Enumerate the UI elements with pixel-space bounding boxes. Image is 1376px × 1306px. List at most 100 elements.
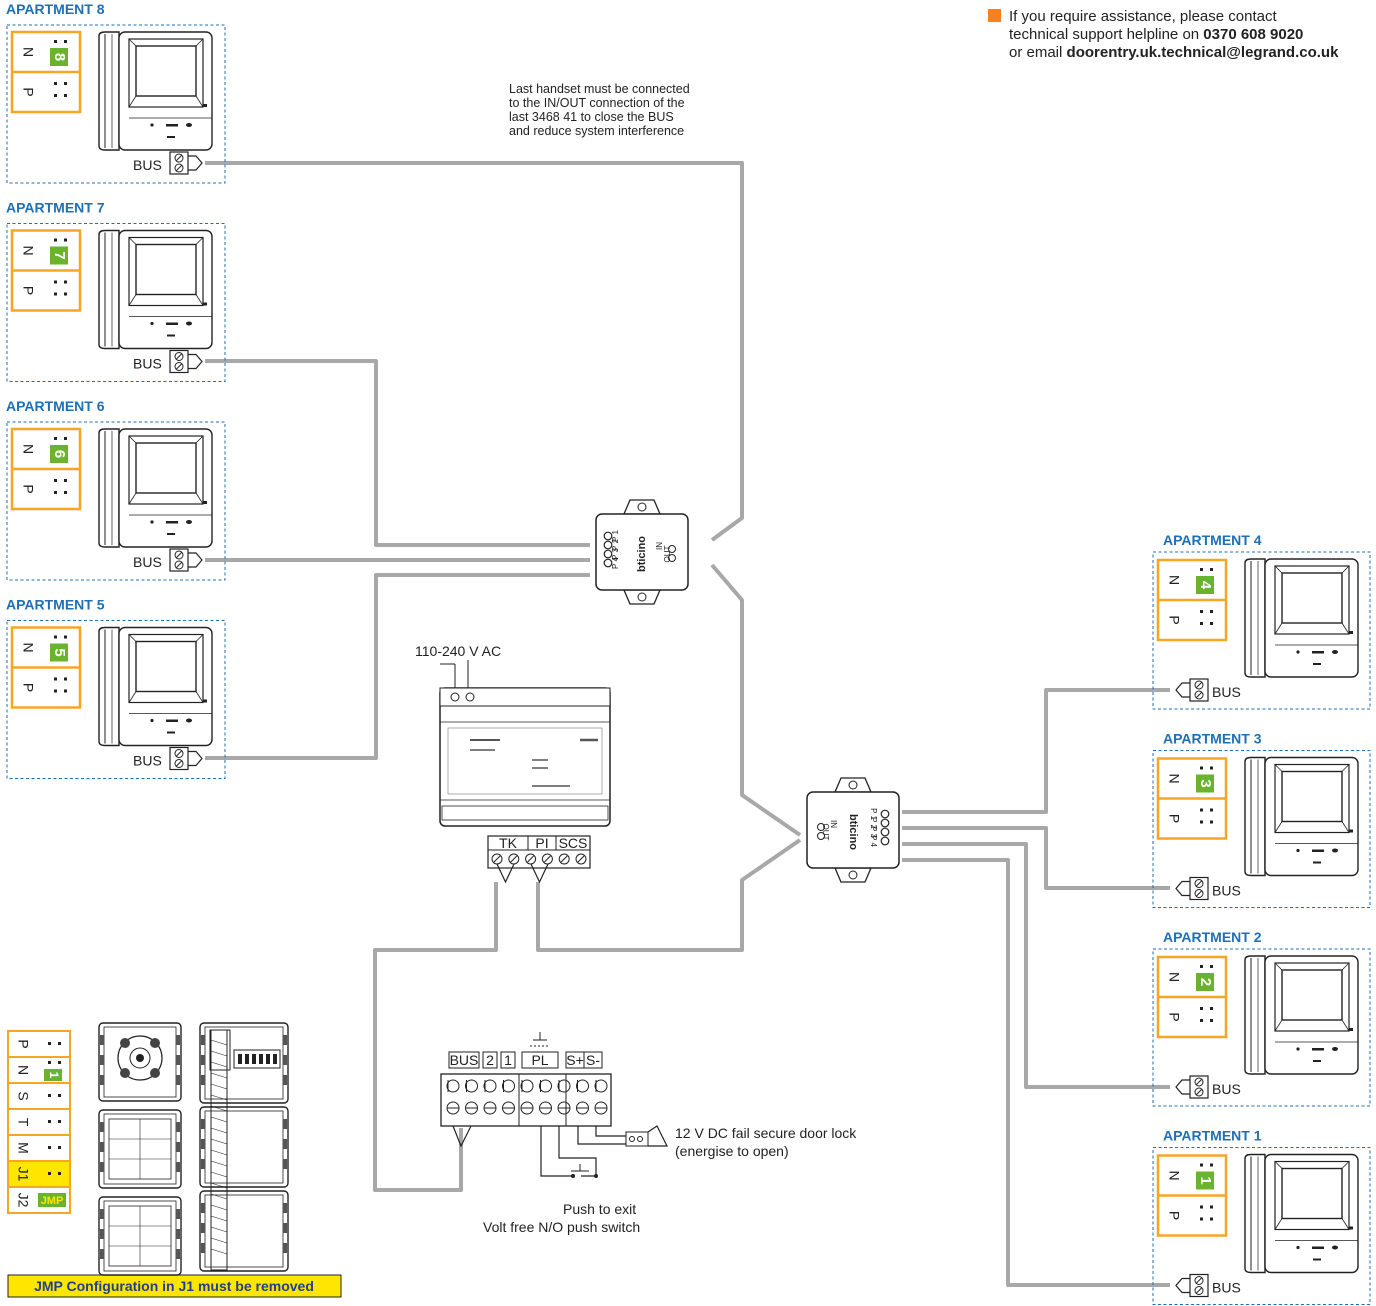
svg-text:1: 1	[504, 1052, 512, 1068]
port-label: P 1	[611, 530, 620, 542]
in-label: IN	[829, 820, 838, 828]
config-number-tile	[50, 48, 68, 66]
config-number: 4	[1197, 581, 1214, 590]
psu-term-label: PI	[535, 835, 548, 851]
bus-label: BUS	[1212, 883, 1241, 899]
out-label: OUT	[821, 824, 830, 841]
lock-label-2: (energise to open)	[675, 1143, 789, 1159]
config-p-label: P	[1166, 615, 1182, 624]
config-n-label: N	[20, 47, 36, 57]
bus-label: BUS	[133, 554, 162, 570]
help-note: If you require assistance, please contac…	[988, 8, 1376, 62]
config-number-tile	[1196, 576, 1214, 594]
bus-wire	[902, 688, 1170, 814]
help-email: doorentry.uk.technical@legrand.co.uk	[1066, 44, 1339, 61]
port-label: P 1	[869, 808, 878, 820]
port-label: P 4	[869, 835, 878, 847]
config-n-label: N	[1166, 773, 1182, 783]
config-number: 8	[51, 53, 68, 61]
apartment-title: APARTMENT 1	[1163, 1128, 1262, 1144]
bus-label: BUS	[1212, 684, 1241, 700]
bus-wire	[373, 882, 498, 1192]
mains-label: 110-240 V AC	[415, 643, 501, 659]
bus-wire	[710, 563, 802, 837]
distributor-body	[806, 791, 900, 869]
apartment-title: APARTMENT 2	[1163, 929, 1262, 945]
distributor-body	[595, 513, 689, 591]
jmp-label: JMP	[41, 1195, 64, 1207]
config-number-tile	[1196, 774, 1214, 793]
bullet-square-icon	[988, 9, 1001, 22]
apartment-title: APARTMENT 7	[6, 200, 105, 216]
config-number-tile	[50, 445, 68, 463]
bus-label: BUS	[133, 356, 162, 372]
apartment-frame	[6, 421, 226, 581]
apartment-title: APARTMENT 3	[1163, 731, 1262, 747]
config-row-label: J2	[15, 1193, 31, 1208]
config-row	[7, 1082, 71, 1110]
port-label: P 2	[869, 817, 878, 829]
config-number-tile	[1196, 973, 1214, 991]
config-n-label: N	[20, 245, 36, 255]
psu-term-label: SCS	[559, 835, 588, 851]
help-line-2: technical support helpline on	[1009, 26, 1204, 43]
lock-label: 12 V DC fail secure door lock	[675, 1125, 857, 1141]
push-label-2: Volt free N/O push switch	[483, 1219, 640, 1235]
last-handset-note: Last handset must be connected to the IN…	[509, 82, 690, 138]
jmp-tile	[38, 1193, 66, 1207]
apartment-title: APARTMENT 8	[6, 1, 105, 17]
config-p-label: P	[1166, 1012, 1182, 1021]
help-phone: 0370 608 9020	[1203, 26, 1304, 43]
config-number-tile	[50, 246, 68, 265]
svg-text:S-: S-	[586, 1052, 600, 1068]
config-number: 1	[47, 1072, 61, 1079]
config-p-label: P	[1166, 1211, 1182, 1220]
brand-label: bticino	[847, 814, 859, 850]
help-line-1: If you require assistance, please contac…	[1009, 8, 1277, 25]
config-row-label: S	[15, 1091, 31, 1100]
note-line: to the IN/OUT connection of the	[509, 96, 685, 110]
config-row-label: T	[15, 1118, 31, 1127]
config-number-tile	[50, 643, 68, 662]
bus-wire	[902, 842, 1170, 1089]
port-label: P 4	[611, 557, 620, 569]
config-number-tile	[1196, 1171, 1214, 1190]
config-p-label: P	[20, 286, 36, 295]
config-n-label: N	[20, 444, 36, 454]
bus-label: BUS	[133, 753, 162, 769]
note-line: Last handset must be connected	[509, 82, 690, 96]
bus-wire	[205, 359, 590, 547]
bus-label: BUS	[133, 157, 162, 173]
bus-wire	[205, 573, 590, 760]
push-label: Push to exit	[563, 1201, 636, 1217]
bus-label: BUS	[1212, 1280, 1241, 1296]
out-label: OUT	[663, 545, 672, 562]
config-n-label: N	[1166, 575, 1182, 585]
apartment-title: APARTMENT 4	[1163, 532, 1262, 548]
config-number: 7	[51, 251, 68, 259]
svg-text:PL: PL	[531, 1052, 548, 1068]
in-label: IN	[655, 542, 664, 550]
apartment-title: APARTMENT 6	[6, 398, 105, 414]
config-p-label: P	[20, 484, 36, 493]
apartment-frame	[6, 223, 226, 382]
config-row-label: M	[15, 1142, 31, 1154]
config-number: 6	[51, 450, 68, 458]
config-p-label: P	[20, 87, 36, 96]
warning-text: JMP Configuration in J1 must be removed	[34, 1278, 314, 1294]
config-number: 2	[1197, 978, 1214, 986]
svg-text:S+: S+	[566, 1052, 584, 1068]
config-row-label: P	[15, 1039, 31, 1048]
bus-wire	[536, 838, 802, 952]
brand-label: bticino	[636, 536, 648, 572]
